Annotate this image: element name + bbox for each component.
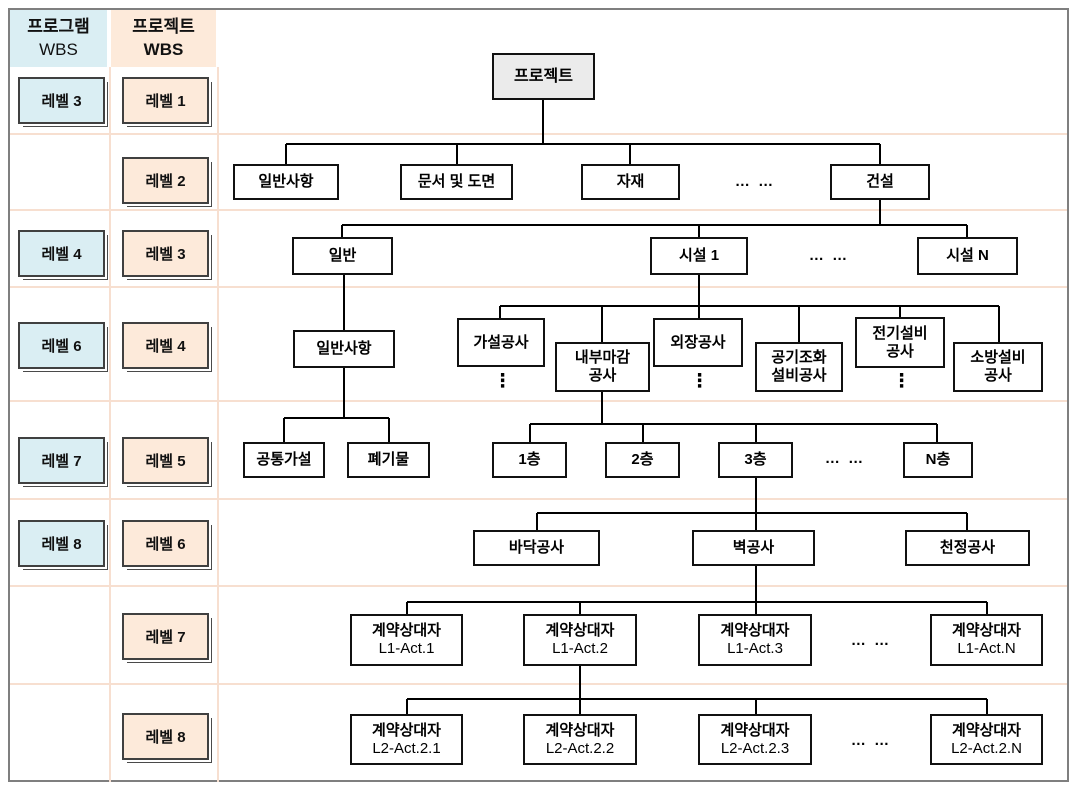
node-floor-1: 1층 xyxy=(492,442,567,478)
badge-project-level-7: 레벨 7 xyxy=(122,613,209,660)
badge-project-level-8: 레벨 8 xyxy=(122,713,209,760)
column-divider xyxy=(109,67,111,782)
node-label: 계약상대자 xyxy=(371,721,441,739)
node-label: 계약상대자 xyxy=(951,622,1021,639)
row-divider xyxy=(10,585,1067,587)
node-sublabel: L1-Act.2 xyxy=(552,640,608,657)
node-interior-finish-work: 내부마감 공사 xyxy=(555,342,650,392)
badge-project-level-4: 레벨 4 xyxy=(122,322,209,369)
node-label: 계약상대자 xyxy=(720,622,790,639)
node-sublabel: L2-Act.2.N xyxy=(951,739,1022,757)
badge-project-level-2: 레벨 2 xyxy=(122,157,209,204)
node-common-temporary: 공통가설 xyxy=(243,442,325,478)
badge-program-level-8: 레벨 8 xyxy=(18,520,105,567)
node-label: 외장공사 xyxy=(670,333,726,351)
node-contractor-l1-act-3: 계약상대자 L1-Act.3 xyxy=(698,614,812,666)
node-label: 전기설비 xyxy=(872,324,928,342)
node-contractor-l2-act-2-1: 계약상대자 L2-Act.2.1 xyxy=(350,714,463,765)
row-divider xyxy=(10,683,1067,685)
node-construction: 건설 xyxy=(830,164,930,200)
node-label: 소방설비 xyxy=(970,349,1026,366)
node-contractor-l2-act-2-2: 계약상대자 L2-Act.2.2 xyxy=(523,714,637,765)
badge-project-level-1: 레벨 1 xyxy=(122,77,209,124)
node-general-items-l2: 일반사항 xyxy=(233,164,339,200)
vertical-ellipsis-electrical: ⋮ xyxy=(892,371,911,392)
node-floor-n: N층 xyxy=(903,442,973,478)
badge-program-level-6: 레벨 6 xyxy=(18,322,105,369)
badge-project-level-5: 레벨 5 xyxy=(122,437,209,484)
node-sublabel: L1-Act.3 xyxy=(727,640,783,657)
node-sublabel: L1-Act.N xyxy=(957,640,1016,657)
node-label: 설비공사 xyxy=(771,367,827,384)
node-facility-n: 시설 N xyxy=(917,237,1018,275)
vertical-ellipsis-exterior: ⋮ xyxy=(690,371,709,392)
node-contractor-l1-act-n: 계약상대자 L1-Act.N xyxy=(930,614,1043,666)
node-exterior-work: 외장공사 xyxy=(653,318,743,367)
node-floor-3: 3층 xyxy=(718,442,793,478)
node-sublabel: L1-Act.1 xyxy=(378,640,435,657)
node-temporary-work: 가설공사 xyxy=(457,318,545,367)
ellipsis-l5: … … xyxy=(824,450,866,467)
node-materials: 자재 xyxy=(581,164,680,200)
ellipsis-l7: … … xyxy=(850,632,892,649)
ellipsis-l2: … … xyxy=(734,173,776,190)
node-electrical-work: 전기설비 공사 xyxy=(855,317,945,368)
node-label: 가설공사 xyxy=(473,333,529,351)
badge-project-level-6: 레벨 6 xyxy=(122,520,209,567)
row-divider xyxy=(10,209,1067,211)
ellipsis-l3: … … xyxy=(808,247,850,264)
node-project-root: 프로젝트 xyxy=(492,53,595,100)
program-wbs-subtitle: WBS xyxy=(39,39,78,59)
program-wbs-header: 프로그램 WBS xyxy=(10,10,107,67)
project-wbs-title: 프로젝트 xyxy=(132,16,195,36)
row-divider xyxy=(10,498,1067,500)
node-label: 내부마감 xyxy=(574,349,631,366)
node-label: 공사 xyxy=(984,367,1012,384)
project-wbs-header: 프로젝트 WBS xyxy=(111,10,216,67)
column-divider xyxy=(217,67,219,782)
node-general: 일반 xyxy=(292,237,393,275)
badge-project-level-3: 레벨 3 xyxy=(122,230,209,277)
node-floor-2: 2층 xyxy=(605,442,680,478)
node-label: 계약상대자 xyxy=(545,622,615,639)
node-floor-work: 바닥공사 xyxy=(473,530,600,566)
node-wall-work: 벽공사 xyxy=(692,530,815,566)
badge-program-level-7: 레벨 7 xyxy=(18,437,105,484)
node-fire-protection-work: 소방설비 공사 xyxy=(953,342,1043,392)
badge-program-level-3: 레벨 3 xyxy=(18,77,105,124)
node-docs-drawings: 문서 및 도면 xyxy=(400,164,513,200)
node-ceiling-work: 천정공사 xyxy=(905,530,1030,566)
node-sublabel: L2-Act.2.1 xyxy=(372,739,441,757)
vertical-ellipsis-temporary: ⋮ xyxy=(493,371,512,392)
program-wbs-title: 프로그램 xyxy=(27,16,90,36)
node-label: 계약상대자 xyxy=(371,622,441,639)
row-divider xyxy=(10,133,1067,135)
row-divider xyxy=(10,400,1067,402)
node-label: 계약상대자 xyxy=(545,721,615,739)
badge-program-level-4: 레벨 4 xyxy=(18,230,105,277)
node-waste: 폐기물 xyxy=(347,442,430,478)
node-label: 공사 xyxy=(588,367,617,384)
node-sublabel: L2-Act.2.2 xyxy=(545,739,615,757)
node-label: 계약상대자 xyxy=(720,721,790,739)
node-contractor-l2-act-2-n: 계약상대자 L2-Act.2.N xyxy=(930,714,1043,765)
node-contractor-l2-act-2-3: 계약상대자 L2-Act.2.3 xyxy=(698,714,812,765)
node-contractor-l1-act-1: 계약상대자 L1-Act.1 xyxy=(350,614,463,666)
project-wbs-subtitle: WBS xyxy=(143,39,184,59)
node-label: 공사 xyxy=(886,342,914,360)
node-sublabel: L2-Act.2.3 xyxy=(720,739,790,757)
node-label: 계약상대자 xyxy=(951,721,1021,739)
node-label: 공기조화 xyxy=(771,349,827,366)
ellipsis-l8: … … xyxy=(850,732,892,749)
node-contractor-l1-act-2: 계약상대자 L1-Act.2 xyxy=(523,614,637,666)
node-hvac-work: 공기조화 설비공사 xyxy=(755,342,843,392)
node-facility-1: 시설 1 xyxy=(650,237,748,275)
row-divider xyxy=(10,286,1067,288)
node-general-items-l4: 일반사항 xyxy=(293,330,395,368)
